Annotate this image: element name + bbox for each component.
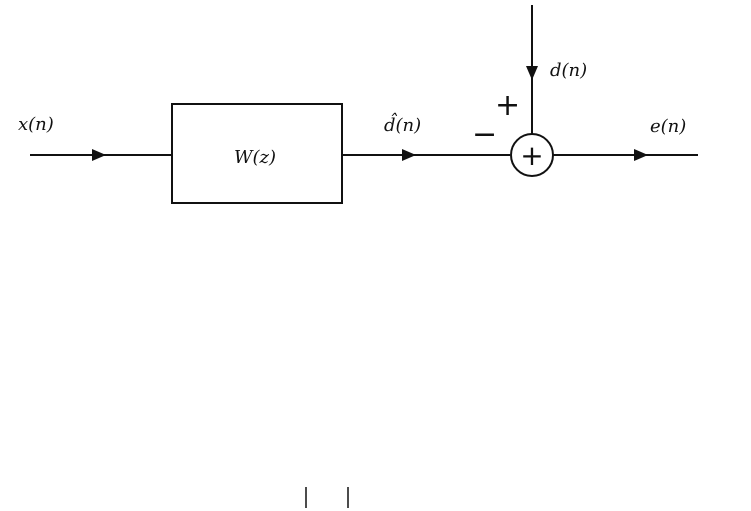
estimate-signal-label: d̂(n) bbox=[384, 111, 421, 136]
estimate-arrowhead bbox=[402, 149, 416, 161]
filter-transfer-function-label: W(z) bbox=[234, 147, 276, 168]
error-arrowhead bbox=[634, 149, 648, 161]
error-signal-label: e(n) bbox=[650, 116, 686, 137]
minus-sign: − bbox=[472, 117, 497, 152]
desired-arrowhead bbox=[526, 66, 538, 80]
summing-junction-symbol: + bbox=[520, 139, 543, 172]
input-signal-label: x(n) bbox=[18, 114, 54, 135]
desired-signal-label: d(n) bbox=[550, 60, 587, 81]
plus-sign: + bbox=[495, 88, 520, 123]
input-arrowhead bbox=[92, 149, 106, 161]
